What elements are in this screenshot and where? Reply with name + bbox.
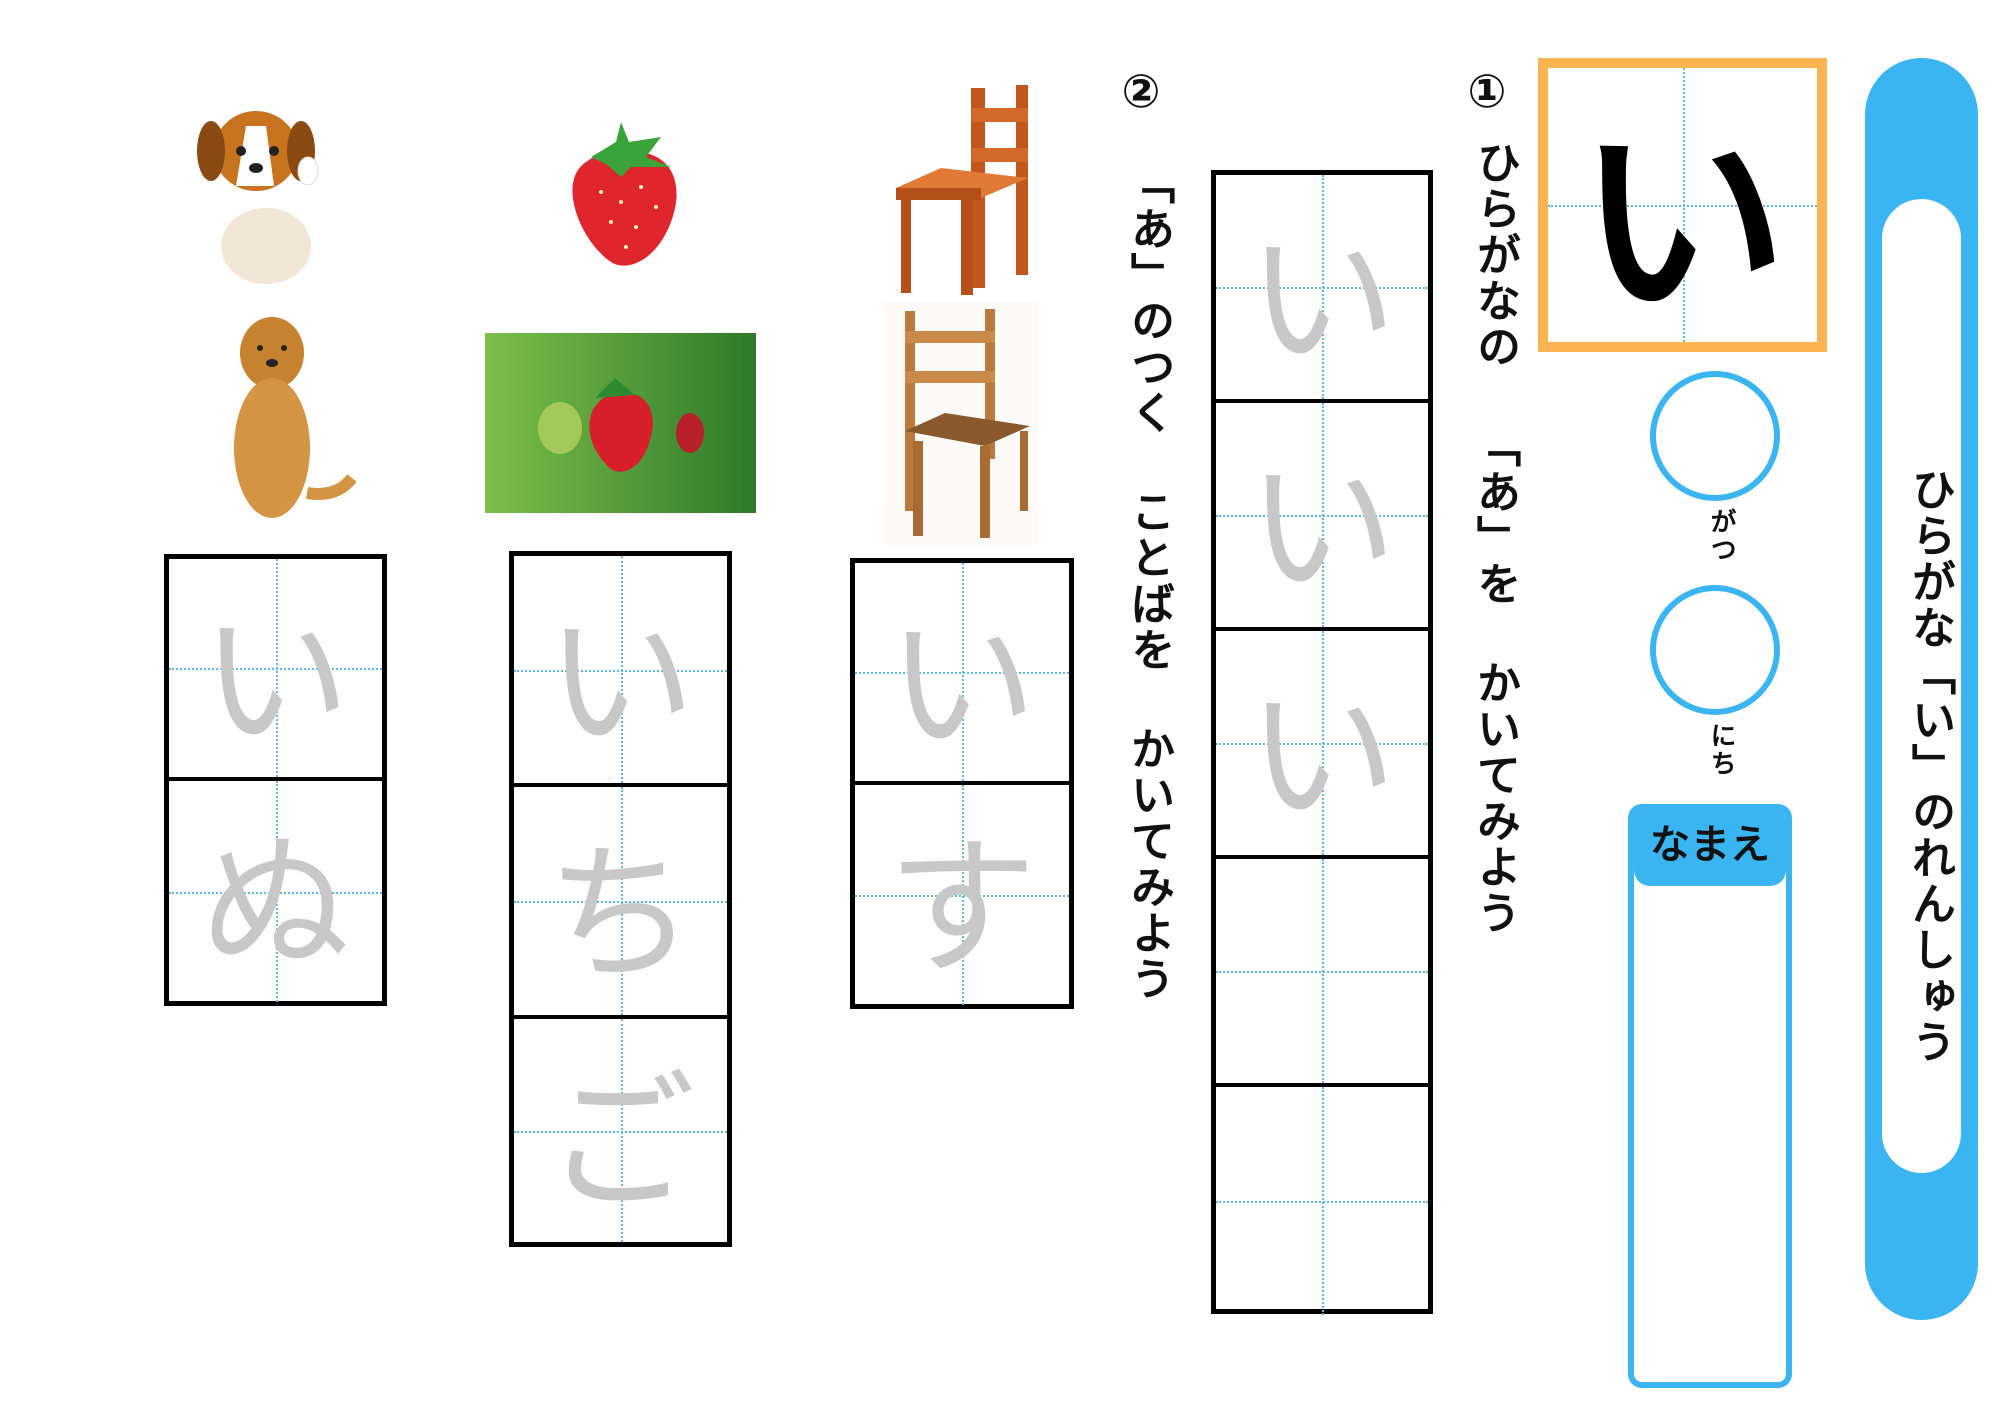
write-cell[interactable] — [1216, 859, 1428, 1087]
month-label: がつ — [1706, 508, 1736, 564]
section1-instruction: ひらがなの 「あ」を かいてみよう — [1469, 140, 1520, 936]
name-label: なまえ — [1634, 810, 1786, 886]
day-input-circle[interactable] — [1650, 585, 1780, 715]
trace-cell[interactable]: ち — [514, 787, 727, 1019]
trace-cell[interactable]: い — [1216, 631, 1428, 859]
strawberry-illustration — [572, 122, 677, 266]
trace-cell[interactable]: ご — [514, 1019, 727, 1242]
title-text: ひらがな「い」のれんしゅう — [1904, 467, 1955, 1065]
name-field[interactable]: なまえ — [1628, 804, 1792, 1388]
strawberry-photo — [485, 333, 756, 513]
trace-cell[interactable]: す — [855, 785, 1069, 1005]
trace-cell[interactable]: い — [1216, 403, 1428, 631]
model-character: い — [1577, 101, 1788, 346]
trace-cell[interactable]: い — [514, 556, 727, 787]
month-input-circle[interactable] — [1650, 371, 1780, 501]
trace-cell[interactable]: ぬ — [169, 781, 382, 1002]
trace-cell[interactable]: い — [855, 563, 1069, 785]
trace-grid: い い い — [1211, 170, 1433, 1315]
trace-cell[interactable]: い — [169, 559, 382, 781]
chair-illustration — [896, 85, 1028, 295]
word-grid-ichigo: い ち ご — [509, 551, 732, 1247]
word-grid-inu: い ぬ — [164, 554, 387, 1006]
word-grid-isu: い す — [850, 558, 1074, 1009]
day-label: にち — [1706, 722, 1736, 778]
section2-number: ② — [1114, 64, 1168, 120]
section2-instruction: 「あ」のつく ことばを かいてみよう — [1123, 160, 1174, 1002]
dog-illustration — [197, 111, 319, 284]
model-character-box: い — [1538, 58, 1827, 352]
trace-cell[interactable]: い — [1216, 175, 1428, 403]
section1-number: ① — [1460, 64, 1514, 120]
page-title: ひらがな「い」のれんしゅう — [1882, 199, 1961, 1173]
chair-photo — [885, 301, 1038, 545]
dog-photo — [234, 317, 356, 518]
write-cell[interactable] — [1216, 1087, 1428, 1315]
